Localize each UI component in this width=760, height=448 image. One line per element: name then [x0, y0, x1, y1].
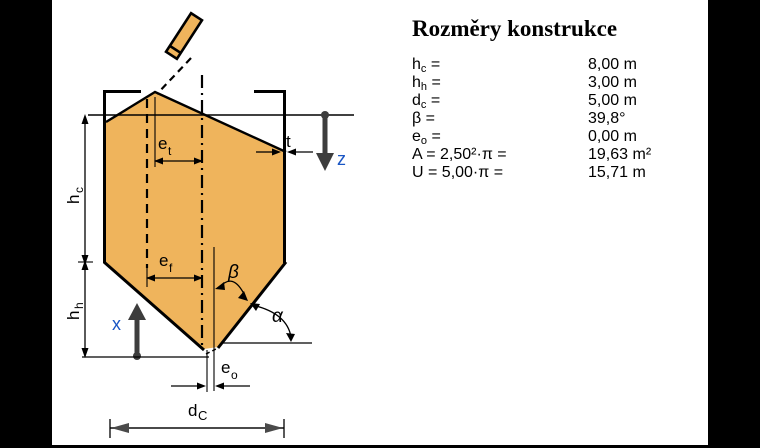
spec-value: 5,00 m — [588, 92, 637, 109]
right-black-border — [708, 0, 760, 448]
spec-row-hh: hh = 3,00 m — [412, 74, 702, 93]
spec-label: β = — [412, 110, 435, 127]
z-arrow-head — [316, 153, 334, 171]
spec-row-perimeter: U = 5,00·π = 15,71 m — [412, 164, 702, 182]
alpha-arrow-top — [250, 303, 260, 311]
alpha-arrow-bottom — [286, 333, 295, 342]
filling-tube — [164, 11, 204, 61]
hopper-outlet-dash — [205, 347, 219, 355]
bulk-material-fill — [106, 92, 286, 349]
beta-arrow-left — [215, 282, 225, 290]
beta-arrow-right — [238, 291, 248, 301]
spec-label: U = 5,00·π = — [412, 164, 504, 181]
x-arrow-head — [128, 303, 146, 320]
beta-label: β — [227, 262, 239, 283]
bottom-black-border — [0, 445, 760, 448]
et-label-base: e — [158, 134, 167, 153]
dc-arrow-right — [265, 423, 283, 433]
spec-row-beta: β = 39,8° — [412, 110, 702, 128]
hc-label: h c — [64, 187, 86, 204]
z-axis-label: z — [337, 149, 346, 169]
hc-arrow-top — [81, 114, 89, 124]
ef-arrow-left — [146, 274, 155, 282]
spec-row-eo: eo = 0,00 m — [412, 128, 702, 147]
et-arrow-left — [154, 157, 163, 165]
t-arrow-left — [287, 148, 296, 156]
hh-arrow-bottom — [81, 348, 89, 358]
svg-text:h: h — [64, 195, 83, 204]
spec-label: hc = — [412, 56, 441, 75]
fill-trajectory-dashed — [156, 57, 192, 95]
et-label-sub: t — [168, 144, 172, 158]
eo-arrow-left — [215, 382, 224, 390]
dc-label-base: d — [188, 401, 197, 420]
spec-label: eo = — [412, 128, 441, 147]
svg-text:h: h — [72, 302, 86, 309]
spec-value: 3,00 m — [588, 74, 637, 91]
ef-label-base: e — [159, 251, 168, 270]
dc-arrow-left — [111, 423, 129, 433]
spec-label: A = 2,50²·π = — [412, 146, 507, 163]
spec-value: 8,00 m — [588, 56, 637, 73]
material-surface-line — [105, 90, 287, 154]
hh-arrow-top — [81, 260, 89, 270]
spec-value: 15,71 m — [588, 164, 646, 181]
dc-label-sub: C — [198, 408, 207, 423]
hh-label: h h — [64, 302, 86, 320]
svg-text:h: h — [64, 311, 83, 320]
et-arrow-right — [194, 157, 203, 165]
left-black-border — [0, 0, 52, 448]
eo-label-base: e — [221, 358, 230, 377]
panel-title: Rozměry konstrukce — [412, 16, 618, 41]
spec-panel: Rozměry konstrukce hc = 8,00 m hh = 3,00… — [412, 16, 702, 182]
spec-label: hh = — [412, 74, 441, 93]
t-arrow-right — [272, 148, 281, 156]
ef-label-sub: f — [169, 261, 173, 275]
spec-row-hc: hc = 8,00 m — [412, 56, 702, 75]
x-axis-label: x — [112, 314, 121, 334]
hopper-wall-left — [103, 260, 205, 352]
ef-arrow-right — [194, 274, 203, 282]
t-label: t — [286, 132, 291, 151]
spec-value: 19,63 m² — [588, 146, 652, 163]
svg-text:c: c — [72, 187, 86, 193]
spec-row-area: A = 2,50²·π = 19,63 m² — [412, 146, 702, 164]
eo-label-sub: o — [231, 368, 238, 382]
spec-value: 39,8° — [588, 110, 626, 127]
eo-arrow-right — [197, 382, 206, 390]
spec-label: dc = — [412, 92, 441, 111]
alpha-label: α — [272, 306, 284, 327]
spec-rows: hc = 8,00 m hh = 3,00 m dc = 5,00 m β = … — [412, 56, 702, 182]
spec-row-dc: dc = 5,00 m — [412, 92, 702, 111]
spec-value: 0,00 m — [588, 128, 637, 145]
